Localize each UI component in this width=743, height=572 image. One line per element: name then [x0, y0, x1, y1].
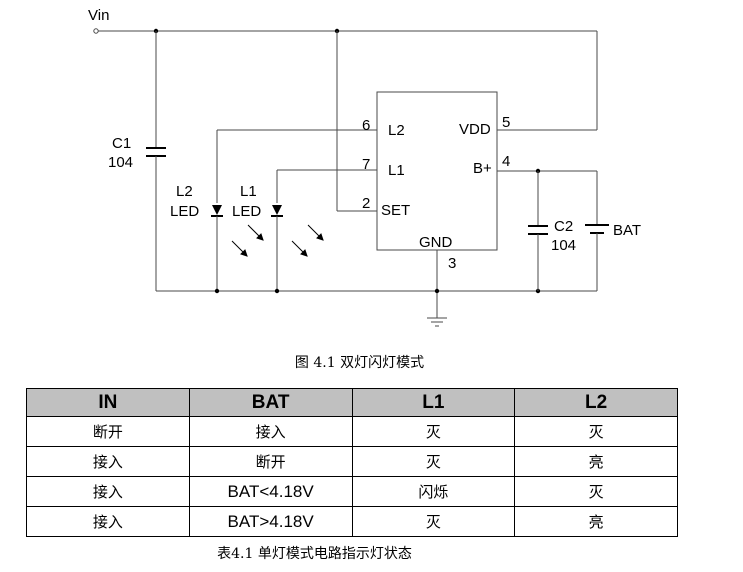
led1-diode-icon	[272, 205, 282, 215]
table-cell: 亮	[514, 446, 678, 477]
led2-name-label: L2	[176, 183, 193, 200]
table-cell: 灭	[514, 476, 678, 507]
ic-l1-label: L1	[388, 162, 405, 179]
table-row: 接入 断开 灭 亮	[26, 446, 678, 477]
table-cell: BAT>4.18V	[188, 506, 353, 537]
table-cell: 接入	[26, 506, 190, 537]
column-header-bat: BAT	[188, 388, 353, 417]
junction	[434, 288, 440, 294]
ic-vdd-label: VDD	[459, 121, 491, 138]
junction	[214, 288, 220, 294]
status-table: IN BAT L1 L2 断开 接入 灭 灭 接入 断开 灭 亮 接入 BAT<…	[26, 388, 678, 537]
table-row: 接入 BAT>4.18V 灭 亮	[26, 506, 678, 537]
table-row: 接入 BAT<4.18V 闪烁 灭	[26, 476, 678, 507]
c2-value-label: 104	[551, 237, 576, 254]
column-header-l1: L1	[351, 388, 516, 417]
table-cell: 接入	[26, 446, 190, 477]
led1-name-label: L1	[240, 183, 257, 200]
table-caption: 表4.1 单灯模式电路指示灯状态	[217, 546, 412, 562]
figure-caption: 图 4.1 双灯闪灯模式	[294, 355, 425, 371]
led-light-arrows-icon	[231, 224, 324, 257]
c1-name-label: C1	[112, 135, 131, 152]
table-cell: 断开	[188, 446, 353, 477]
ic-bplus-label: B+	[473, 160, 492, 177]
table-row: 断开 接入 灭 灭	[26, 416, 678, 447]
vin-label: Vin	[88, 7, 109, 24]
led1-type-label: LED	[232, 203, 261, 220]
ic-l2-label: L2	[388, 122, 405, 139]
pin-5-label: 5	[502, 114, 510, 131]
table-cell: BAT<4.18V	[188, 476, 353, 507]
circuit-schematic: Vin C1 104 L2 LED L1 LED 6 7 2 L2 L1 SET…	[88, 7, 641, 327]
table-header-row: IN BAT L1 L2	[26, 388, 678, 417]
table-cell: 亮	[514, 506, 678, 537]
pin-6-label: 6	[362, 117, 370, 134]
pin-4-label: 4	[502, 153, 510, 170]
pin-7-label: 7	[362, 156, 370, 173]
table-cell: 接入	[188, 416, 353, 447]
vin-terminal	[93, 28, 99, 34]
ic-gnd-label: GND	[419, 234, 453, 251]
column-header-l2: L2	[514, 388, 678, 417]
ic-set-label: SET	[381, 202, 410, 219]
led2-diode-icon	[212, 205, 222, 215]
table-cell: 闪烁	[351, 476, 516, 507]
table-cell: 灭	[351, 506, 516, 537]
pin-3-label: 3	[448, 255, 456, 272]
table-cell: 接入	[26, 476, 190, 507]
table-cell: 灭	[351, 416, 516, 447]
pin-2-label: 2	[362, 195, 370, 212]
table-cell: 灭	[351, 446, 516, 477]
table-cell: 灭	[514, 416, 678, 447]
table-cell: 断开	[26, 416, 190, 447]
junction	[274, 288, 280, 294]
bat-label: BAT	[613, 222, 641, 239]
c1-value-label: 104	[108, 154, 133, 171]
ground-symbol-icon	[427, 317, 447, 327]
c2-name-label: C2	[554, 218, 573, 235]
column-header-in: IN	[26, 388, 190, 417]
led2-type-label: LED	[170, 203, 199, 220]
